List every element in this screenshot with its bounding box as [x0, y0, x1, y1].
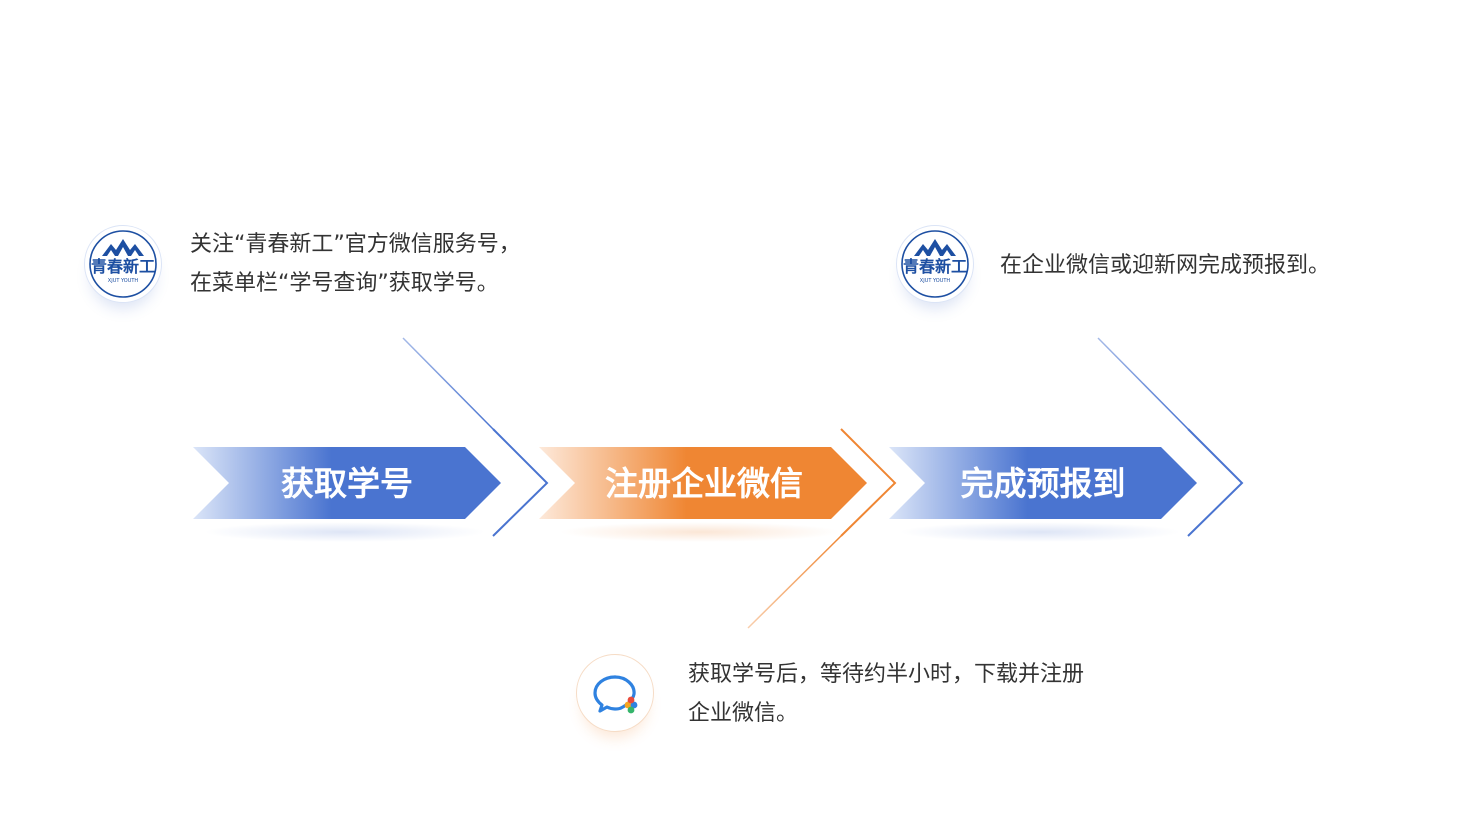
qingchun-xingong-logo-icon: 青春新工 XJUT YOUTH [84, 225, 162, 303]
step-arrow-3: 完成预报到 [889, 337, 1244, 537]
qingchun-xingong-logo-icon: 青春新工 XJUT YOUTH [896, 225, 974, 303]
wecom-chat-bubble-icon [576, 654, 654, 732]
step-arrow-1: 获取学号 [193, 337, 549, 537]
step-description-2: 获取学号后，等待约半小时，下载并注册 企业微信。 [688, 655, 1084, 733]
step-description-1-line-2: 在菜单栏“学号查询”获取学号。 [190, 271, 499, 296]
step-description-2-line-2: 企业微信。 [688, 701, 799, 726]
svg-text:青春新工: 青春新工 [91, 257, 155, 276]
svg-text:XJUT YOUTH: XJUT YOUTH [108, 278, 139, 284]
step-label-1: 获取学号 [281, 464, 413, 503]
svg-text:XJUT YOUTH: XJUT YOUTH [920, 278, 951, 284]
step-description-1: 关注“青春新工”官方微信服务号， 在菜单栏“学号查询”获取学号。 [190, 225, 521, 303]
step-label-2: 注册企业微信 [605, 464, 803, 503]
step-description-3: 在企业微信或迎新网完成预报到。 [1000, 246, 1330, 285]
step-description-1-line-1: 关注“青春新工”官方微信服务号， [190, 232, 521, 257]
step-description-3-line-1: 在企业微信或迎新网完成预报到。 [1000, 253, 1331, 278]
step-description-2-line-1: 获取学号后，等待约半小时，下载并注册 [688, 662, 1085, 687]
step-arrow-2: 注册企业微信 [539, 428, 897, 629]
svg-text:青春新工: 青春新工 [903, 257, 967, 276]
step-label-3: 完成预报到 [961, 464, 1126, 503]
